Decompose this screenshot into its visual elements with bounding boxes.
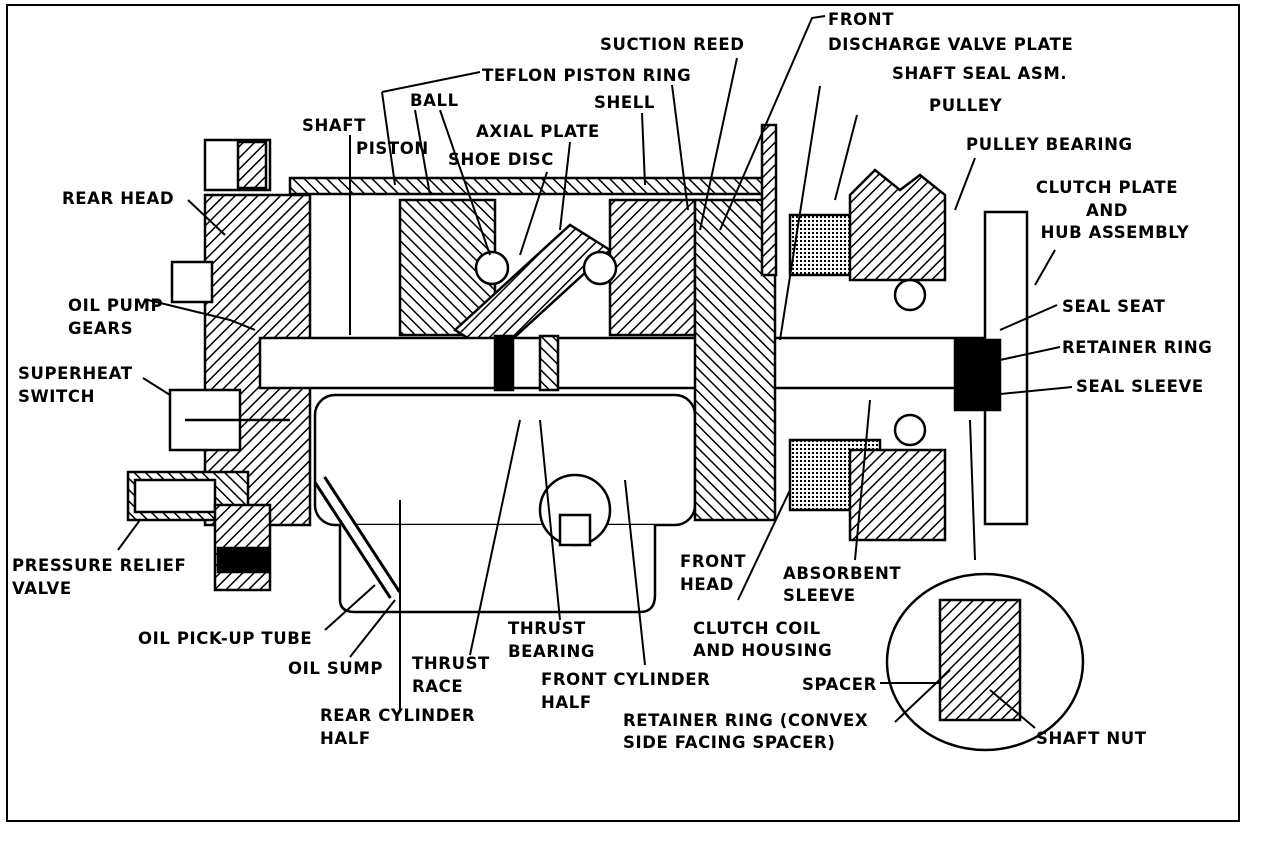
label-rear-cylinder-half-2: HALF <box>320 729 371 748</box>
label-shell: SHELL <box>594 93 655 112</box>
ball-1 <box>474 250 510 286</box>
label-thrust-bearing-2: BEARING <box>508 642 596 661</box>
label-retainer-ring-convex-1: RETAINER RING (CONVEX <box>623 711 869 730</box>
label-shaft-seal-asm: SHAFT SEAL ASM. <box>892 64 1068 83</box>
label-rear-head: REAR HEAD <box>62 189 175 208</box>
label-oil-sump: OIL SUMP <box>288 659 384 678</box>
shaft <box>258 336 1002 390</box>
label-seal-seat: SEAL SEAT <box>1062 297 1166 316</box>
label-absorbent-sleeve-1: ABSORBENT <box>783 564 902 583</box>
label-clutch-coil-1: CLUTCH COIL <box>693 619 821 638</box>
label-front-head-2: HEAD <box>680 575 734 594</box>
label-shoe-disc: SHOE DISC <box>448 150 554 169</box>
label-clutch-plate-3: HUB ASSEMBLY <box>1040 223 1190 242</box>
label-pressure-relief-1: PRESSURE RELIEF <box>12 556 187 575</box>
label-thrust-bearing-1: THRUST <box>508 619 586 638</box>
label-oil-pump-gears-2: GEARS <box>68 319 134 338</box>
label-axial-plate: AXIAL PLATE <box>476 122 600 141</box>
label-front-head-1: FRONT <box>680 552 747 571</box>
label-teflon-piston-ring: TEFLON PISTON RING <box>482 66 692 85</box>
label-oil-pump-gears-1: OIL PUMP <box>68 296 164 315</box>
label-seal-sleeve: SEAL SLEEVE <box>1076 377 1204 396</box>
label-clutch-coil-2: AND HOUSING <box>693 641 833 660</box>
label-shaft: SHAFT <box>302 116 366 135</box>
label-superheat-switch-2: SWITCH <box>18 387 95 406</box>
label-clutch-plate-2: AND <box>1085 201 1129 220</box>
shell <box>288 176 767 196</box>
front-cylinder-block <box>608 198 697 337</box>
label-suction-reed: SUCTION REED <box>600 35 745 54</box>
label-absorbent-sleeve-2: SLEEVE <box>783 586 856 605</box>
label-rear-cylinder-half-1: REAR CYLINDER <box>320 706 476 725</box>
label-pulley: PULLEY <box>929 96 1003 115</box>
label-front-cylinder-half-1: FRONT CYLINDER <box>541 670 711 689</box>
label-retainer-ring: RETAINER RING <box>1062 338 1213 357</box>
label-superheat-switch-1: SUPERHEAT <box>18 364 133 383</box>
label-retainer-ring-convex-2: SIDE FACING SPACER) <box>623 733 836 752</box>
thrust-bearing-block <box>493 334 515 392</box>
ball-2 <box>582 250 618 286</box>
pulley <box>848 168 947 282</box>
label-clutch-plate-1: CLUTCH PLATE <box>1035 178 1179 197</box>
label-front-discharge-2: DISCHARGE VALVE PLATE <box>828 35 1074 54</box>
label-thrust-race-1: THRUST <box>412 654 490 673</box>
label-pressure-relief-2: VALVE <box>12 579 72 598</box>
label-front-discharge-1: FRONT <box>828 10 895 29</box>
diagram-frame <box>6 4 1240 822</box>
label-ball: BALL <box>410 91 459 110</box>
label-front-cylinder-half-2: HALF <box>541 693 592 712</box>
label-spacer: SPACER <box>802 675 877 694</box>
label-thrust-race-2: RACE <box>412 677 464 696</box>
label-pulley-bearing: PULLEY BEARING <box>966 135 1133 154</box>
label-shaft-nut: SHAFT NUT <box>1036 729 1147 748</box>
label-oil-pickup-tube: OIL PICK-UP TUBE <box>138 629 313 648</box>
label-piston: PISTON <box>356 139 429 158</box>
